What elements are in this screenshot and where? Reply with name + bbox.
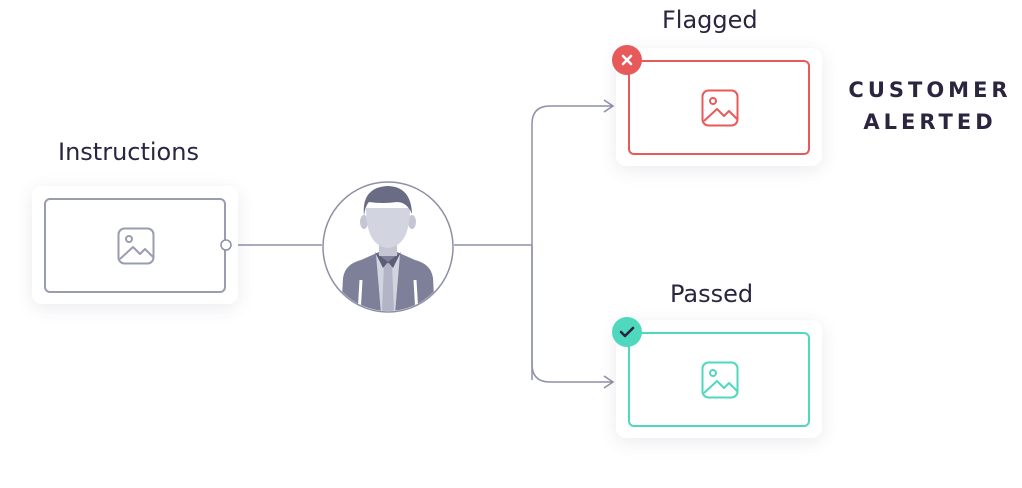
instructions-card xyxy=(32,186,238,304)
passed-arrowhead xyxy=(603,375,615,389)
passed-label: Passed xyxy=(670,280,754,308)
flagged-card xyxy=(616,48,822,166)
flagged-branch-line xyxy=(531,105,612,380)
passed-frame xyxy=(628,332,810,427)
passed-badge xyxy=(612,317,642,347)
image-icon xyxy=(117,227,155,265)
reviewer-avatar xyxy=(322,181,454,313)
passed-branch-line xyxy=(531,245,612,383)
instructions-label: Instructions xyxy=(58,138,199,166)
image-icon xyxy=(701,89,739,127)
alert-line-1: CUSTOMER xyxy=(848,78,1012,102)
alert-line-2: ALERTED xyxy=(863,110,997,134)
image-icon xyxy=(701,361,739,399)
flagged-frame xyxy=(628,60,810,155)
passed-card xyxy=(616,320,822,438)
check-icon xyxy=(619,326,635,338)
flagged-badge xyxy=(612,45,642,75)
flagged-arrowhead xyxy=(603,99,615,113)
close-icon xyxy=(621,54,633,66)
customer-alerted-text: CUSTOMER ALERTED xyxy=(840,74,1020,138)
flagged-label: Flagged xyxy=(662,6,758,34)
instructions-frame xyxy=(44,198,226,293)
